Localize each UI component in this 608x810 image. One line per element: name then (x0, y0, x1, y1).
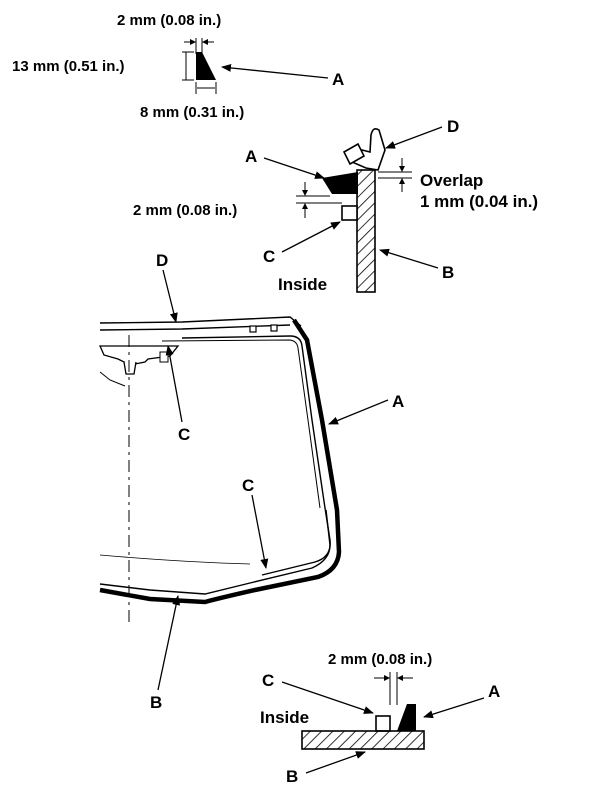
inside-label-mid: Inside (278, 275, 327, 294)
dam-base-dimension: 8 mm (0.31 in.) (140, 104, 244, 121)
label-c-windshield-top: C (178, 425, 190, 444)
label-d-windshield: D (156, 251, 168, 270)
label-c-mid: C (263, 247, 275, 266)
dam-bead-outline (99, 318, 342, 605)
windshield-outline (98, 316, 342, 625)
spacer-c-bottom (375, 715, 391, 732)
flange-section-detail: D A Overlap 1 mm (0.04 in.) 2 mm (0.08 i… (133, 117, 538, 294)
overlap-dimension: 1 mm (0.04 in.) (420, 192, 538, 211)
molding-clip (350, 128, 386, 171)
dam-a-bottom (397, 704, 416, 731)
label-b-mid: B (442, 263, 454, 282)
gap-dimension-bottom: 2 mm (0.08 in.) (328, 651, 432, 668)
label-a-bottom: A (488, 682, 500, 701)
gap-dimension-mid: 2 mm (0.08 in.) (133, 202, 237, 219)
bottom-flange-detail: 2 mm (0.08 in.) C Inside A B (260, 651, 500, 786)
label-c-windshield-bottom: C (242, 476, 254, 495)
label-b-bottom: B (286, 767, 298, 786)
dam-height-dimension: 13 mm (0.51 in.) (12, 58, 125, 75)
label-c-bottom: C (262, 671, 274, 690)
overlap-label: Overlap (420, 171, 483, 190)
dam-dimension-detail: 2 mm (0.08 in.) 13 mm (0.51 in.) 8 mm (0… (12, 12, 344, 121)
windshield-labels: D C A C B (150, 251, 404, 712)
inside-label-bottom: Inside (260, 708, 309, 727)
flange-panel-bottom (301, 730, 425, 750)
label-a-windshield: A (392, 392, 404, 411)
spacer-c (341, 205, 358, 221)
flange-panel (356, 169, 376, 293)
dam-width-dimension: 2 mm (0.08 in.) (117, 12, 221, 29)
label-b-windshield: B (150, 693, 162, 712)
label-a-mid: A (245, 147, 257, 166)
dam-a-section (322, 172, 358, 194)
spacer-line-outline (181, 335, 331, 576)
label-a-top: A (332, 70, 344, 89)
label-d-mid: D (447, 117, 459, 136)
dam-cross-section (196, 52, 216, 80)
